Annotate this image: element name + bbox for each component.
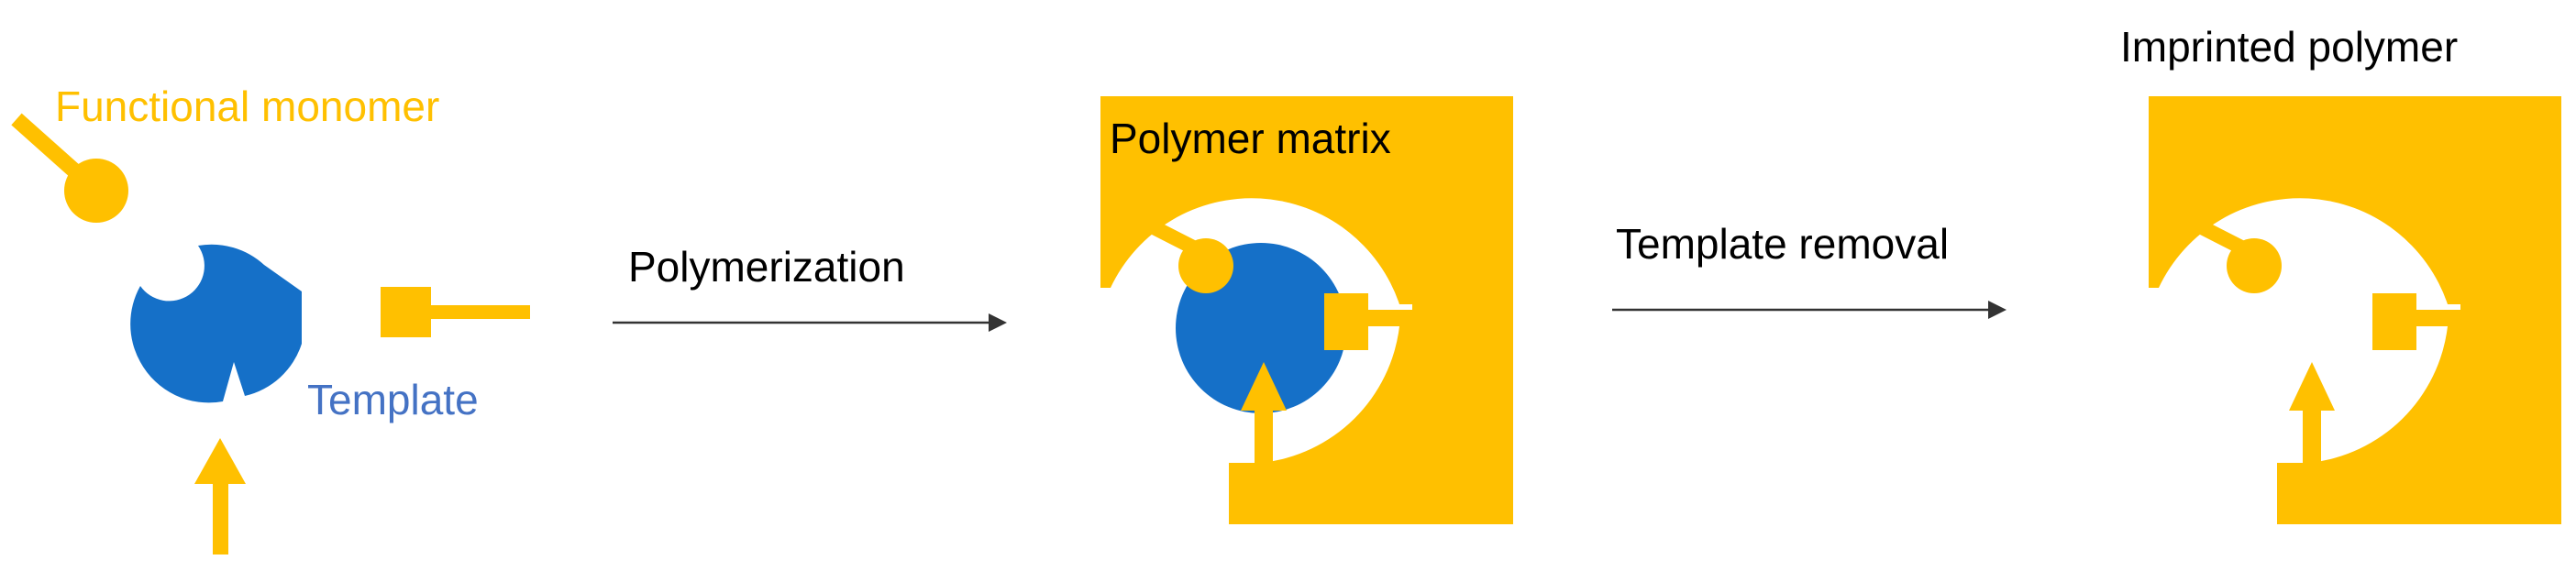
functional-monomer-label: Functional monomer: [55, 82, 440, 130]
template-label: Template: [307, 376, 479, 423]
template-removal-arrow-icon: [1612, 301, 2007, 319]
monomer-ball-stick-icon: [11, 113, 128, 223]
monomer-arrow-stick-icon: [194, 438, 246, 555]
imprinted-polymer-block: [2149, 96, 2561, 524]
binding-site-square-icon: [2372, 293, 2462, 350]
polymerization-label: Polymerization: [628, 243, 905, 291]
imprinted-polymer-label: Imprinted polymer: [2120, 23, 2459, 71]
stage-polymer-matrix: [1100, 96, 1513, 524]
polymer-matrix-block: [1100, 96, 1513, 524]
polymer-matrix-label: Polymer matrix: [1110, 115, 1391, 162]
bound-monomer-ball-icon: [1150, 220, 1233, 293]
binding-site-arrow-icon: [2289, 362, 2335, 465]
template-removal-label: Template removal: [1616, 220, 1950, 268]
stage-reactants: [11, 113, 530, 555]
bound-monomer-arrow-icon: [1241, 362, 1287, 465]
stage-imprinted-polymer: [2149, 96, 2561, 524]
monomer-square-stick-icon: [381, 287, 530, 337]
binding-site-ball-icon: [2198, 220, 2282, 293]
bound-monomer-square-icon: [1324, 293, 1414, 350]
polymerization-arrow-icon: [613, 313, 1007, 332]
template-molecule-icon: [130, 244, 302, 403]
